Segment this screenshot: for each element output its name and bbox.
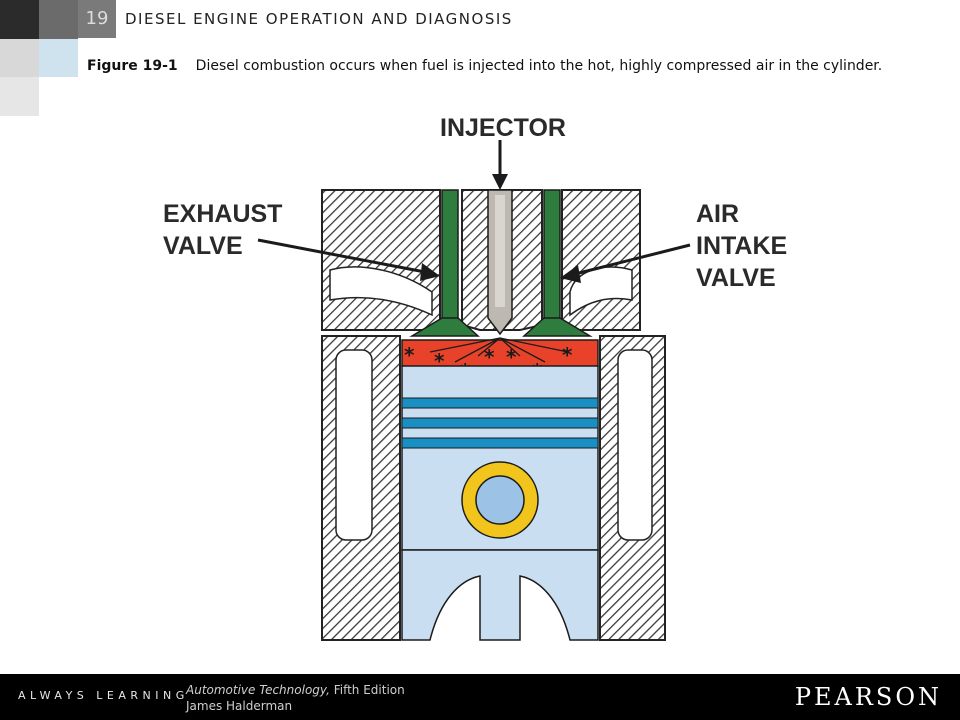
figure-caption-text: Diesel combustion occurs when fuel is in… [195, 58, 883, 74]
svg-text:*: * [506, 345, 517, 369]
injector-arrow [492, 140, 508, 190]
label-air-line3: VALVE [696, 264, 776, 292]
figure-label: Figure 19-1 [87, 58, 178, 74]
label-air-line2: INTAKE [696, 232, 787, 260]
label-air-line1: AIR [696, 200, 739, 228]
corner-thumbnails [0, 0, 78, 116]
exhaust-valve-arrow [257, 238, 440, 281]
intake-valve [522, 189, 593, 337]
svg-text:*: * [404, 343, 415, 367]
piston-ring-3 [401, 437, 599, 449]
publisher-logo: PEARSON [794, 683, 942, 711]
thumbnail-red-car-icon [0, 77, 39, 116]
piston-pin [475, 475, 525, 525]
water-jacket-right [617, 349, 653, 541]
book-author: James Halderman [186, 699, 293, 713]
svg-text:*: * [434, 349, 445, 373]
label-exhaust-line1: EXHAUST [163, 200, 282, 228]
exhaust-valve [409, 189, 480, 337]
combustion-sparks-icon [429, 337, 569, 363]
footer-bar: ALWAYS LEARNING Automotive Technology, F… [0, 674, 960, 720]
footer-book-info: Automotive Technology, Fifth Edition Jam… [186, 682, 405, 714]
thumbnail-splash-icon [39, 39, 78, 77]
book-edition: Fifth Edition [329, 683, 405, 697]
footer-tagline: ALWAYS LEARNING [18, 689, 189, 702]
intake-valve-arrow [560, 243, 691, 283]
water-jacket-left [335, 349, 373, 541]
svg-text:*: * [562, 343, 573, 367]
chapter-title: DIESEL ENGINE OPERATION AND DIAGNOSIS [125, 10, 513, 28]
injector-core [495, 195, 505, 307]
piston-skirt [401, 549, 599, 641]
thumbnail-engine-icon [39, 0, 78, 39]
piston-ring-2 [401, 417, 599, 429]
piston-ring-1 [401, 397, 599, 409]
book-title: Automotive Technology, [186, 683, 330, 697]
thumbnail-tools-icon [0, 39, 39, 77]
svg-text:*: * [484, 345, 495, 369]
figure-caption: Figure 19-1 Diesel combustion occurs when… [87, 57, 927, 76]
diesel-combustion-diagram: * * * * * * * INJECTOR EXHAUST VALVE AIR… [163, 114, 787, 641]
thumbnail-car-icon [0, 0, 39, 39]
exhaust-port [329, 266, 433, 317]
chapter-number-badge: 19 [78, 0, 116, 38]
label-exhaust-line2: VALVE [163, 232, 243, 260]
label-injector: INJECTOR [440, 114, 566, 142]
